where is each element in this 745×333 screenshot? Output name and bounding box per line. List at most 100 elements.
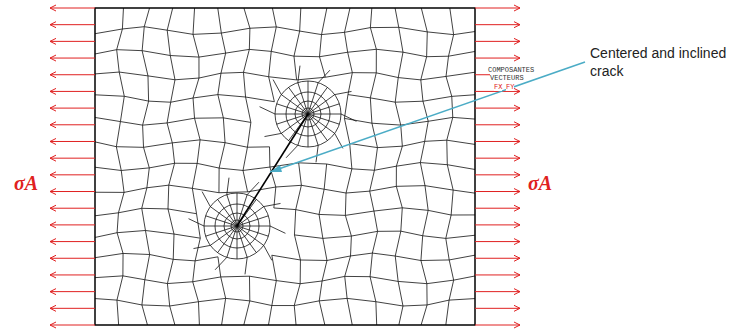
mesh-edge: [117, 300, 119, 325]
mesh-edge: [452, 96, 453, 117]
mesh-edge: [264, 203, 281, 206]
arrow-head: [50, 255, 56, 261]
mesh-edge: [271, 27, 276, 51]
mesh-edge: [167, 259, 173, 283]
mesh-edge: [402, 141, 424, 146]
refined-spoke: [308, 114, 335, 133]
mesh-edge: [453, 190, 475, 193]
mesh-edge: [121, 168, 149, 171]
mesh-edge: [95, 50, 117, 54]
mesh-edge: [167, 118, 194, 123]
mesh-edge: [172, 140, 200, 143]
arrow-head: [514, 305, 520, 311]
mesh-edge: [199, 73, 221, 78]
mesh-edge: [116, 147, 121, 171]
mesh-edge: [294, 235, 300, 260]
mesh-edge: [269, 147, 270, 167]
mesh-edge: [124, 188, 147, 193]
mesh-edge: [447, 165, 475, 170]
arrow-head: [514, 205, 520, 211]
mesh-edge: [345, 32, 348, 52]
refined-spoke: [308, 114, 327, 141]
mesh-edge: [294, 301, 319, 306]
mesh-edge: [193, 78, 199, 98]
load-arrow: [475, 124, 520, 125]
mesh-edge: [193, 282, 199, 302]
arrow-head: [514, 138, 520, 144]
mesh-edge: [294, 56, 297, 80]
arrow-head: [50, 5, 56, 11]
mesh-edge: [119, 72, 148, 76]
mesh-edge: [273, 80, 281, 95]
mesh-edge: [449, 255, 475, 260]
refined-spoke: [237, 226, 270, 227]
mesh-edge: [192, 163, 197, 188]
mesh-edge: [149, 163, 174, 168]
mesh-edge: [197, 163, 219, 168]
mesh-edge: [294, 235, 322, 238]
mesh-edge: [197, 214, 201, 238]
leader-line: [270, 62, 585, 172]
arrow-head: [514, 105, 520, 111]
mesh-edge: [344, 118, 371, 123]
mesh-edge: [423, 210, 428, 235]
mesh-edge: [193, 261, 195, 282]
arrow-head: [514, 155, 520, 161]
mesh-edge: [276, 27, 299, 31]
mesh-edge: [299, 163, 327, 164]
mesh-edge: [95, 233, 117, 238]
stress-label: σA: [528, 172, 552, 195]
mesh-edge: [428, 117, 453, 121]
mesh-edge: [372, 123, 401, 125]
mesh-edge: [117, 213, 118, 233]
mesh-edge: [117, 300, 142, 305]
mesh-edge: [145, 280, 168, 284]
mesh-edge: [403, 52, 427, 57]
mesh-edge: [421, 259, 449, 261]
mesh-edge: [148, 76, 175, 80]
mesh-edge: [294, 306, 296, 325]
mesh-edge: [221, 276, 250, 278]
mesh-edge: [168, 209, 197, 214]
load-arrow: [475, 274, 520, 275]
mesh-edge: [95, 253, 123, 257]
mesh-edge: [144, 27, 167, 31]
mesh-edge: [95, 142, 116, 147]
load-arrow: [50, 308, 95, 309]
mesh-edge: [421, 8, 427, 32]
mesh-edge: [142, 188, 147, 209]
mesh-edge: [144, 147, 150, 168]
load-arrow: [475, 24, 520, 25]
mesh-edge: [446, 238, 449, 260]
mesh-edge: [427, 32, 453, 35]
mesh-edge: [192, 188, 219, 192]
mesh-edge: [300, 31, 322, 35]
mesh-edge: [143, 123, 167, 125]
crack: [237, 114, 308, 226]
mesh-edge: [222, 298, 226, 325]
mesh-edge: [300, 8, 301, 31]
mesh-edge: [173, 259, 195, 261]
mesh-edge: [344, 95, 348, 119]
mesh-edge: [95, 276, 123, 278]
mesh-edge: [272, 305, 294, 306]
mesh-edge: [218, 8, 222, 33]
mesh-edge: [451, 214, 475, 215]
mesh-edge: [167, 185, 169, 209]
component-name: FY: [506, 83, 514, 91]
mesh-edge: [149, 101, 171, 102]
mesh-edge: [449, 299, 475, 301]
mesh-edge: [402, 208, 428, 211]
mesh-edge: [396, 163, 420, 167]
arrow-head: [50, 122, 56, 128]
mesh-edge: [150, 255, 174, 260]
load-arrow: [50, 241, 95, 242]
mesh-edge: [221, 72, 244, 74]
mesh-edge: [276, 281, 300, 284]
mesh-edge: [167, 30, 170, 55]
mesh-edge: [452, 95, 475, 97]
mesh-edge: [426, 32, 428, 57]
load-arrow: [50, 291, 95, 292]
mesh-edge: [300, 260, 301, 284]
mesh-edge: [319, 281, 322, 301]
